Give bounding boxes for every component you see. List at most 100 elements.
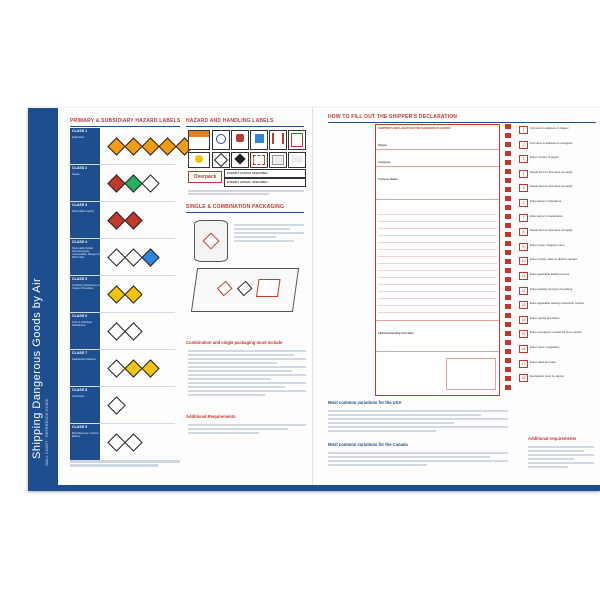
- hazard-class-5: CLASS 5 Oxidizing Substances & Organic Pe…: [70, 276, 175, 313]
- class-description: Gases: [72, 173, 80, 176]
- class-description: Miscellaneous / Lithium Battery: [72, 432, 99, 438]
- orientation-arrows-label: [269, 130, 287, 150]
- additional-requirements-title: Additional Requirements: [186, 414, 236, 419]
- step-number: 18: [519, 374, 528, 383]
- hazard-diamond-icon: [107, 211, 126, 230]
- step-instruction: Enter number of pages: [530, 155, 559, 160]
- limited-quantity-mark: [231, 152, 249, 168]
- single-packaging-drum: [194, 220, 228, 262]
- hazard-diamond-icon: [124, 285, 143, 304]
- hazard-diamond-icon: [107, 359, 126, 378]
- class-name: CLASS 2: [72, 166, 88, 170]
- hazard-diamond-icon: [141, 359, 160, 378]
- class-name: CLASS 3: [72, 203, 88, 207]
- right-additional-title: Additional requirements: [528, 436, 577, 441]
- exempt-human-specimen-label: EXEMPT HUMAN SPECIMEN: [224, 169, 306, 178]
- hazard-diamond-icon: [124, 137, 143, 156]
- step-instruction: Enter special provisions: [530, 315, 560, 320]
- hazard-diamond-icon: [107, 322, 126, 341]
- hazard-class-8: CLASS 8 Corrosives: [70, 387, 175, 424]
- overpack-text: Overpack: [193, 174, 217, 180]
- exempt-human-text: EXEMPT HUMAN SPECIMEN: [227, 171, 268, 175]
- hazard-class-3: CLASS 3 Flammable Liquids: [70, 202, 175, 239]
- hazard-diamond-icon: [124, 359, 143, 378]
- divider: [186, 212, 304, 213]
- hazard-diamond-icon: [124, 174, 143, 193]
- form-hazard-stripe: [505, 124, 511, 394]
- hazard-diamond-icon: [124, 248, 143, 267]
- form-transport-field: Transport Details: [376, 167, 499, 200]
- divider: [70, 126, 180, 127]
- canada-variations-text: [328, 450, 508, 468]
- chart-spine: Shipping Dangerous Goods by Air WALL CHA…: [28, 108, 58, 491]
- step-number: 16: [519, 345, 528, 353]
- step-number: 13: [519, 301, 528, 310]
- class-name: CLASS 5: [72, 277, 88, 281]
- step-instruction: Declaration must be signed: [530, 374, 564, 379]
- step-instruction: Enter applicable Packing Group: [530, 272, 570, 276]
- wall-chart: Shipping Dangerous Goods by Air WALL CHA…: [28, 108, 600, 491]
- divider: [186, 126, 304, 127]
- step-instruction: Enter airport of departure: [530, 199, 562, 203]
- step-number: 3: [519, 155, 528, 164]
- step-number: 6: [519, 199, 528, 207]
- class-description: Flammable Solids; Spontaneously Combusti…: [72, 247, 101, 259]
- additional-requirements-text: [188, 422, 306, 436]
- handling-labels-title: HAZARD AND HANDLING LABELS: [186, 118, 274, 124]
- exempt-animal-text: EXEMPT ANIMAL SPECIMEN: [227, 180, 268, 184]
- step-number: 12: [519, 286, 528, 295]
- drum-callouts: [234, 222, 304, 244]
- step-instruction: Enter emergency contact 24-hour number: [530, 330, 582, 335]
- overpack-label: Overpack: [188, 171, 222, 183]
- step-instruction: Full name & address of consignee: [530, 140, 573, 145]
- step-instruction: Full name & address of shipper: [530, 126, 569, 130]
- hazard-diamond-icon: [124, 322, 143, 341]
- exempt-animal-specimen-label: EXEMPT ANIMAL SPECIMEN: [224, 178, 306, 187]
- usa-variations-title: Most common variations for the USA: [328, 400, 402, 405]
- hazard-diamond-icon: [107, 174, 126, 193]
- step-number: 1: [519, 126, 528, 134]
- step-instruction: Enter name of signatory: [530, 345, 560, 349]
- class-tag: CLASS 3 Flammable Liquids: [70, 202, 100, 238]
- hazard-diamond-icon: [107, 433, 126, 452]
- step-number: 9: [519, 242, 528, 251]
- step-instruction: Enter quantity and type of packing: [530, 286, 573, 291]
- step-instruction: Delete the box that does not apply: [530, 184, 573, 189]
- step-number: 10: [519, 257, 528, 266]
- class-description: Oxidizing Substances & Organic Peroxides: [72, 284, 100, 290]
- step-instruction: Enter place and date: [530, 359, 556, 364]
- class-name: CLASS 9: [72, 425, 88, 429]
- step-instruction: Enter primary class or division number: [530, 257, 578, 262]
- marking-requirements-title: Combination and single packaging must in…: [186, 340, 283, 345]
- hazard-diamond-icon: [124, 211, 143, 230]
- class-description: Flammable Liquids: [72, 210, 94, 213]
- hazard-diamond-icon: [107, 285, 126, 304]
- class-name: CLASS 8: [72, 388, 88, 392]
- page-fold: [312, 108, 313, 485]
- radioactive-label: [188, 152, 210, 168]
- class-name: CLASS 7: [72, 351, 88, 355]
- footer-bar: [28, 485, 600, 491]
- step-instruction: Enter proper shipping name: [530, 242, 565, 247]
- class-description: Toxic & Infectious Substances: [72, 321, 93, 327]
- step-number: 5: [519, 184, 528, 193]
- handling-footnote: [188, 190, 304, 195]
- class-tag: CLASS 9 Miscellaneous / Lithium Battery: [70, 424, 100, 460]
- form-signature-field: [376, 352, 499, 394]
- hazard-diamond-icon: [124, 433, 143, 452]
- hazard-diamond-icon: [107, 137, 126, 156]
- magnetized-material-label: [212, 130, 230, 150]
- class-description: Corrosives: [72, 395, 85, 398]
- shippers-declaration-form: SHIPPER'S DECLARATION FOR DANGEROUS GOOD…: [375, 124, 500, 396]
- step-instruction: Enter airport of destination: [530, 213, 563, 218]
- cryogenic-liquid-label: [250, 130, 268, 150]
- dry-ice-mark: [269, 152, 287, 168]
- hazard-class-9: CLASS 9 Miscellaneous / Lithium Battery: [70, 424, 175, 461]
- step-number: 4: [519, 169, 528, 178]
